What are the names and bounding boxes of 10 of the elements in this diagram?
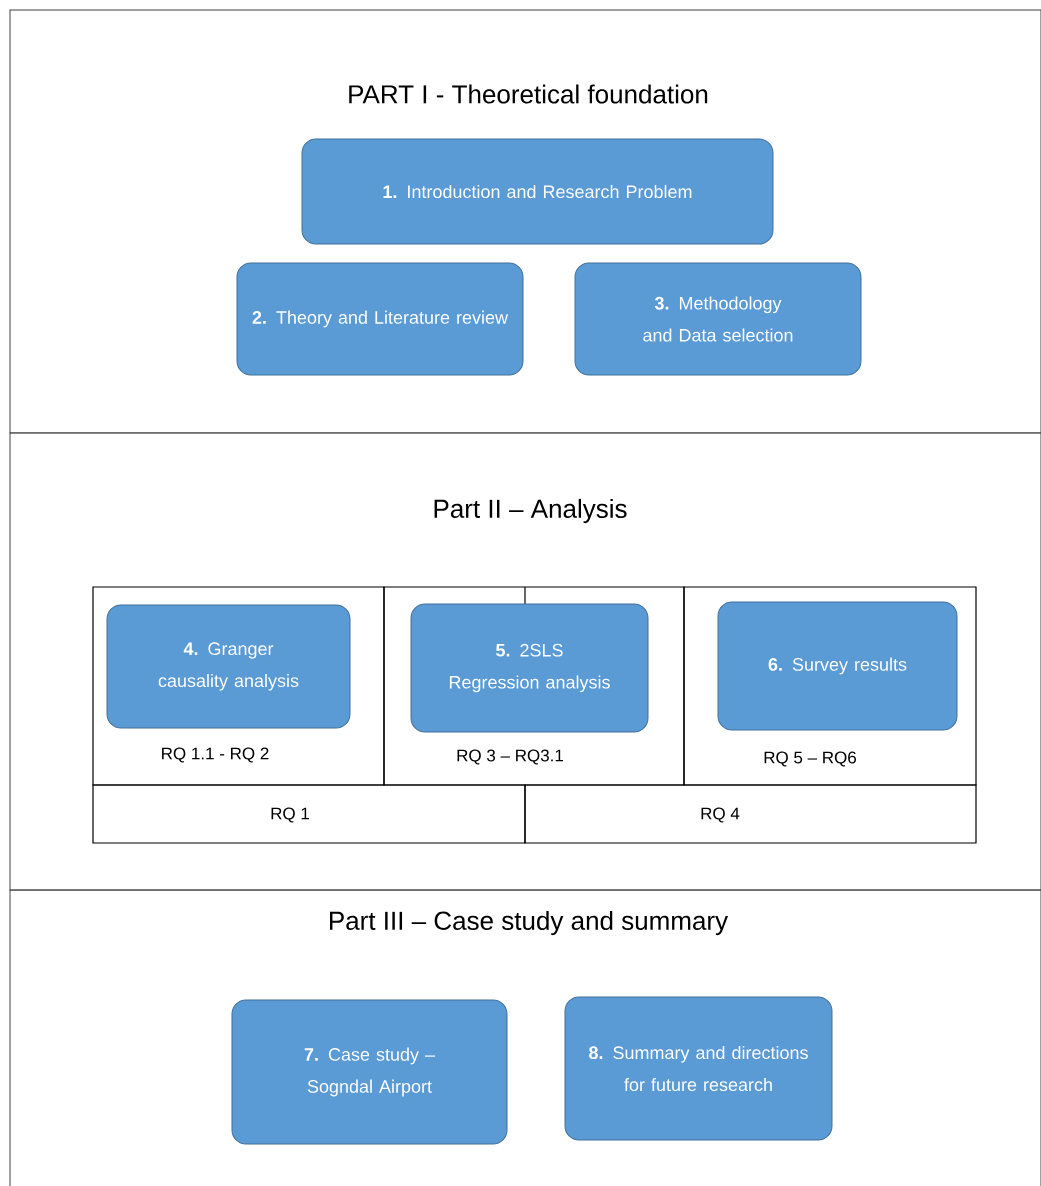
table-cell: RQ 1 <box>92 784 526 844</box>
table-cell: RQ 4 <box>524 784 977 844</box>
chapter-box: 7. Case study – Sogndal Airport <box>231 999 508 1145</box>
chapter-box: 2. Theory and Literature review <box>236 262 524 376</box>
chapter-box: 1. Introduction and Research Problem <box>301 138 774 245</box>
chapter-box: 8. Summary and directions for future research <box>564 996 833 1141</box>
chapter-box: 3. Methodology and Data selection <box>574 262 862 376</box>
chapter-box: 6. Survey results <box>717 601 958 731</box>
chapter-box: 4. Granger causality analysis <box>106 604 351 729</box>
chapter-box: 5. 2SLS Regression analysis <box>410 603 649 733</box>
